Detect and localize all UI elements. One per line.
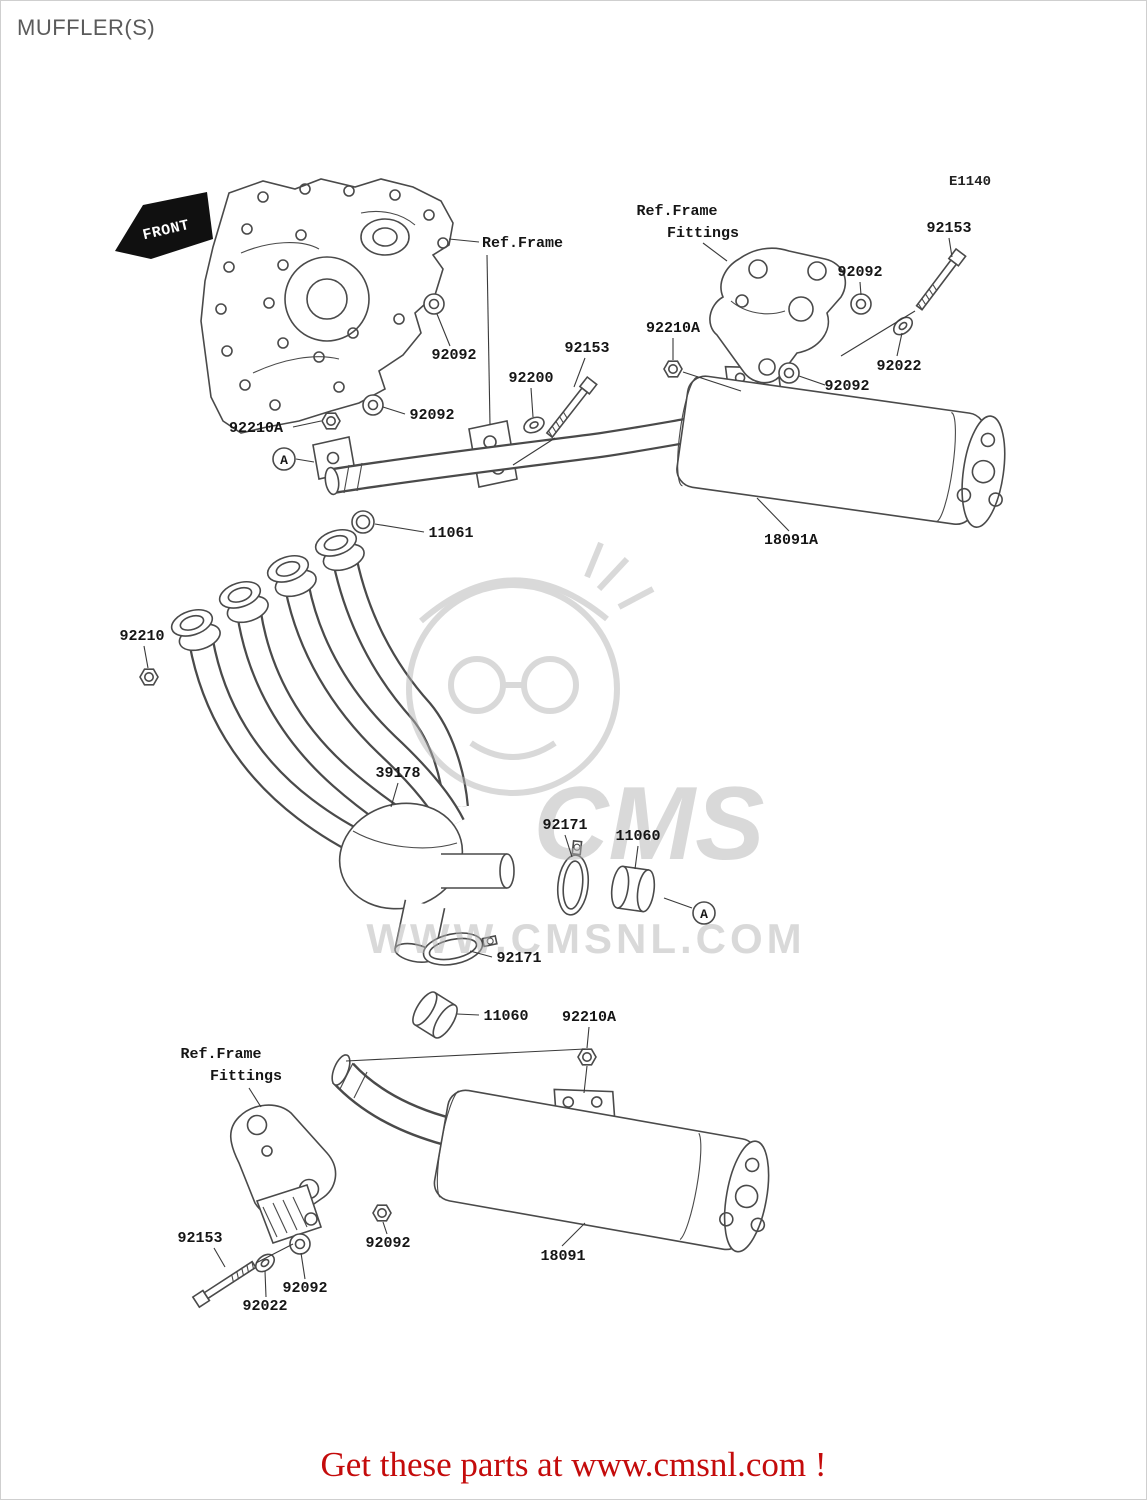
clamp-92171-upper	[556, 839, 590, 916]
part-label-92153-lower[interactable]: 92153	[177, 1230, 222, 1247]
front-flag-banner	[115, 192, 213, 259]
frame-fitting-bracket-upper	[709, 247, 847, 384]
gasket-ring-11061	[351, 510, 375, 534]
part-label-92153-middle[interactable]: 92153	[564, 340, 609, 357]
callout-a-1-letter: A	[280, 453, 288, 468]
part-label-92153-upper[interactable]: 92153	[926, 220, 971, 237]
ref-frame-label[interactable]: Ref.Frame	[482, 235, 563, 252]
bolt-92153-upper	[913, 248, 967, 313]
frame-drawing	[200, 178, 454, 434]
gasket-11060-upper	[610, 865, 656, 913]
nut-92210a-frame	[321, 412, 341, 430]
washer-92022-upper	[889, 313, 917, 339]
part-label-92171-upper[interactable]: 92171	[542, 817, 587, 834]
diagram-code: E1140	[949, 174, 991, 190]
watermark: CMS WWW.CMSNL.COM	[366, 541, 805, 962]
front-flag: FRONT	[115, 192, 213, 259]
part-label-92022-upper[interactable]: 92022	[876, 358, 921, 375]
washer-92200	[520, 413, 548, 437]
nut-92210a-upper	[663, 360, 683, 378]
part-label-18091a[interactable]: 18091A	[764, 532, 818, 549]
callout-a-2: A	[692, 901, 716, 925]
watermark-site: WWW.CMSNL.COM	[366, 915, 805, 962]
part-label-92092-frame-upper[interactable]: 92092	[431, 347, 476, 364]
clamp-92171-lower	[422, 932, 498, 966]
part-label-39178[interactable]: 39178	[375, 765, 420, 782]
damper-92092-frame-upper	[423, 293, 445, 315]
part-label-92092-bracket-lower[interactable]: 92092	[824, 378, 869, 395]
damper-92092-upper	[850, 293, 872, 315]
part-label-92092-bottom-nut[interactable]: 92092	[365, 1235, 410, 1252]
part-label-18091[interactable]: 18091	[540, 1248, 585, 1265]
part-label-92210a-frame[interactable]: 92210A	[229, 420, 283, 437]
part-label-92092-frame-lower[interactable]: 92092	[409, 407, 454, 424]
nut-92210a-lower	[577, 1048, 597, 1066]
muffler-front-pipe-upper	[324, 416, 700, 496]
ref-frame-fittings-lower-line2[interactable]: Fittings	[210, 1068, 282, 1085]
part-label-92022-lower[interactable]: 92022	[242, 1298, 287, 1315]
part-label-92171-lower[interactable]: 92171	[496, 950, 541, 967]
ref-frame-fittings-upper-line2[interactable]: Fittings	[667, 225, 739, 242]
part-label-92210a-upper[interactable]: 92210A	[646, 320, 700, 337]
damper-92092-frame-lower	[362, 394, 384, 416]
muffler-body-upper	[676, 365, 1006, 528]
part-label-11060-lower[interactable]: 11060	[483, 1008, 528, 1025]
ref-frame-fittings-lower-line1[interactable]: Ref.Frame	[180, 1046, 261, 1063]
ref-frame-fittings-upper-line1[interactable]: Ref.Frame	[636, 203, 717, 220]
part-label-92200[interactable]: 92200	[508, 370, 553, 387]
part-label-92210[interactable]: 92210	[119, 628, 164, 645]
part-label-92092-bracket-upper[interactable]: 92092	[837, 264, 882, 281]
muffler-body-lower	[433, 1088, 770, 1253]
page-title: MUFFLER(S)	[17, 15, 156, 40]
frame-fitting-bracket-lower	[229, 1104, 337, 1245]
footer-cta-link[interactable]: Get these parts at www.cmsnl.com !	[320, 1445, 827, 1484]
part-label-92210a-lower[interactable]: 92210A	[562, 1009, 616, 1026]
callout-a-1: A	[272, 447, 296, 471]
part-label-11061[interactable]: 11061	[428, 525, 473, 542]
damper-92092-bracket	[778, 362, 800, 384]
leader-lines	[143, 237, 953, 1298]
watermark-brand: CMS	[533, 766, 764, 882]
nut-92210	[139, 668, 159, 686]
header-flanges	[170, 528, 365, 652]
nut-92092-lower	[372, 1204, 392, 1222]
callout-a-2-letter: A	[700, 907, 708, 922]
part-label-92092-bottom[interactable]: 92092	[282, 1280, 327, 1297]
part-label-11060-upper[interactable]: 11060	[615, 828, 660, 845]
gasket-11060-lower	[412, 991, 458, 1039]
